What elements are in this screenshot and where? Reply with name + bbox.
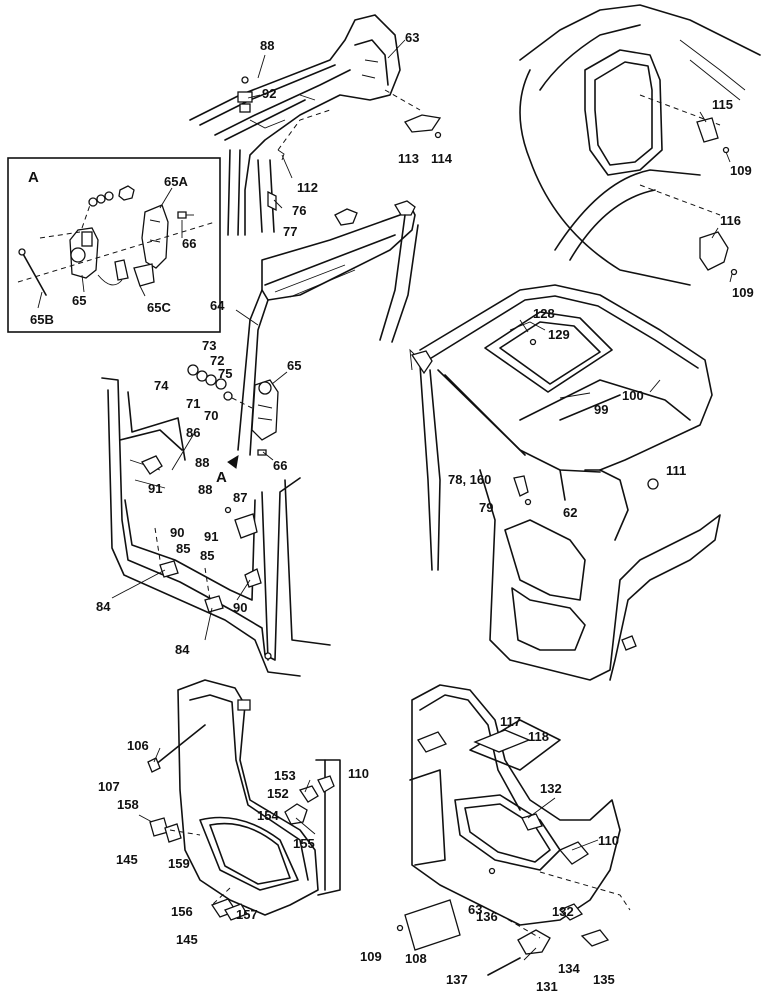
callout-100: 100 xyxy=(622,388,644,403)
callout-66-inset: 66 xyxy=(182,236,196,251)
callout-137: 137 xyxy=(446,972,468,987)
callout-91-a: 91 xyxy=(148,481,162,496)
callout-90-b: 90 xyxy=(233,600,247,615)
callout-88-b: 88 xyxy=(198,482,212,497)
callout-65c: 65C xyxy=(147,300,171,315)
callout-labels: 88 92 63 113 114 112 76 77 115 109 116 1… xyxy=(30,30,754,994)
callout-153: 153 xyxy=(274,768,296,783)
callout-128: 128 xyxy=(533,306,555,321)
callout-156: 156 xyxy=(171,904,193,919)
callout-91-b: 91 xyxy=(204,529,218,544)
callout-109-c: 109 xyxy=(360,949,382,964)
callout-79: 79 xyxy=(479,500,493,515)
callout-116: 116 xyxy=(720,213,741,228)
callout-114: 114 xyxy=(431,151,453,166)
callout-159: 159 xyxy=(168,856,190,871)
callout-62: 62 xyxy=(563,505,577,520)
callout-76: 76 xyxy=(292,203,306,218)
callout-65-mid: 65 xyxy=(287,358,301,373)
callout-88-a: 88 xyxy=(195,455,209,470)
callout-132-a: 132 xyxy=(540,781,562,796)
door-opening-frame xyxy=(101,377,331,677)
callout-154: 154 xyxy=(257,808,279,823)
leader-lines xyxy=(37,39,733,961)
callout-99: 99 xyxy=(594,402,608,417)
callout-155: 155 xyxy=(293,836,315,851)
callout-70: 70 xyxy=(204,408,218,423)
rear-quarter-window-assembly xyxy=(519,4,761,286)
callout-157: 157 xyxy=(236,907,258,922)
callout-86: 86 xyxy=(186,425,200,440)
callout-108: 108 xyxy=(405,951,427,966)
callout-109-b: 109 xyxy=(732,285,754,300)
callout-65b: 65B xyxy=(30,312,54,327)
callout-73: 73 xyxy=(202,338,216,353)
callout-63-top: 63 xyxy=(405,30,419,45)
callout-158: 158 xyxy=(117,797,139,812)
callout-78-160: 78, 160 xyxy=(448,472,491,487)
callout-84-b: 84 xyxy=(175,642,190,657)
callout-118: 118 xyxy=(528,729,549,744)
callout-111: 111 xyxy=(666,463,686,478)
callout-152: 152 xyxy=(267,786,289,801)
callout-115: 115 xyxy=(712,97,733,112)
callout-85-b: 85 xyxy=(200,548,214,563)
callout-72: 72 xyxy=(210,353,224,368)
door-frame-rail-assembly xyxy=(187,200,419,469)
callout-109-a: 109 xyxy=(730,163,752,178)
callout-135: 135 xyxy=(593,972,615,987)
callout-75: 75 xyxy=(218,366,232,381)
callout-129: 129 xyxy=(548,327,570,342)
callout-65-inset: 65 xyxy=(72,293,86,308)
callout-74: 74 xyxy=(154,378,169,393)
callout-136: 136 xyxy=(476,909,498,924)
view-marker-a: A xyxy=(216,469,227,486)
callout-106: 106 xyxy=(127,738,149,753)
callout-85-a: 85 xyxy=(176,541,190,556)
callout-92: 92 xyxy=(262,86,276,101)
callout-84-a: 84 xyxy=(96,599,111,614)
callout-134: 134 xyxy=(558,961,580,976)
callout-71: 71 xyxy=(186,396,200,411)
callout-90-a: 90 xyxy=(170,525,184,540)
cab-body-assembly xyxy=(409,284,721,681)
callout-145-a: 145 xyxy=(116,852,138,867)
callout-64: 64 xyxy=(210,298,225,313)
callout-77: 77 xyxy=(283,224,297,239)
lower-left-pillar-assembly xyxy=(147,679,341,921)
callout-87: 87 xyxy=(233,490,247,505)
callout-110-left: 110 xyxy=(348,766,369,781)
callout-66-mid: 66 xyxy=(273,458,287,473)
detail-inset-a: A xyxy=(7,157,221,333)
callout-131: 131 xyxy=(536,979,558,994)
inset-frame xyxy=(7,157,221,333)
callout-112: 112 xyxy=(297,180,318,195)
callout-63-bottom: 63 xyxy=(468,902,482,917)
callout-65a: 65A xyxy=(164,174,188,189)
callout-145-b: 145 xyxy=(176,932,198,947)
callout-117: 117 xyxy=(500,714,521,729)
inset-title: A xyxy=(28,169,39,186)
lower-right-corner-assembly xyxy=(396,684,631,976)
callout-113: 113 xyxy=(398,151,419,166)
callout-107: 107 xyxy=(98,779,120,794)
callout-110-right: 110 xyxy=(598,833,619,848)
callout-132-b: 132 xyxy=(552,904,574,919)
callout-88-top: 88 xyxy=(260,38,274,53)
